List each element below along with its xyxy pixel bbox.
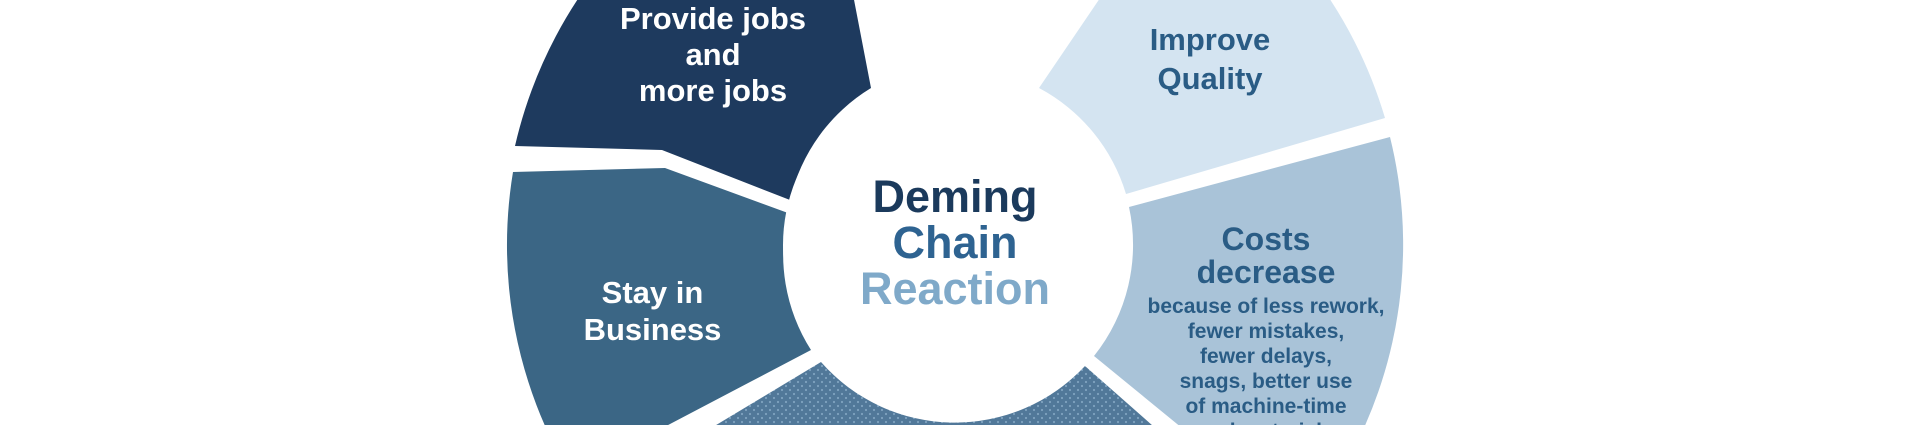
segment-provide-jobs xyxy=(515,0,871,200)
center-title-line-deming: Deming xyxy=(872,171,1038,222)
segment-improve-quality xyxy=(1039,0,1385,194)
segment-stay-in-business xyxy=(506,168,811,425)
label-provide-jobs: Provide jobs and more jobs xyxy=(563,1,863,109)
label-costs-heading-line1: Costs xyxy=(1221,221,1311,257)
label-costs-heading-line2: decrease xyxy=(1196,254,1336,290)
label-costs-decrease-body: because of less rework, fewer mistakes, … xyxy=(1118,294,1414,425)
center-circle xyxy=(783,73,1127,417)
label-stay-line2: Business xyxy=(583,312,722,347)
segment-bottom-partial xyxy=(716,362,1152,425)
label-costs-body-line1: because of less rework, xyxy=(1147,295,1385,318)
label-provide-jobs-line3: more jobs xyxy=(638,73,788,108)
label-stay-in-business: Stay in Business xyxy=(550,274,755,348)
label-costs-body-line5: of machine-time xyxy=(1185,395,1347,418)
label-improve-quality-line2: Quality xyxy=(1157,61,1263,96)
label-costs-decrease-heading: Costs decrease xyxy=(1130,223,1402,289)
label-improve-quality-line1: Improve xyxy=(1149,22,1271,57)
label-provide-jobs-line2: and xyxy=(685,37,741,72)
label-improve-quality: Improve Quality xyxy=(1105,20,1315,98)
label-costs-body-line3: fewer delays, xyxy=(1200,345,1332,368)
label-provide-jobs-line1: Provide jobs xyxy=(619,1,807,36)
center-title: Deming Chain Reaction xyxy=(802,174,1108,312)
center-title-line-reaction: Reaction xyxy=(859,263,1051,314)
label-costs-body-line2: fewer mistakes, xyxy=(1187,320,1345,343)
label-stay-line1: Stay in xyxy=(601,275,704,310)
segment-costs-decrease xyxy=(1094,137,1404,425)
label-costs-body-line6: and materials xyxy=(1118,419,1414,425)
center-title-line-chain: Chain xyxy=(892,217,1018,268)
label-costs-body-line4: snags, better use xyxy=(1179,370,1353,393)
